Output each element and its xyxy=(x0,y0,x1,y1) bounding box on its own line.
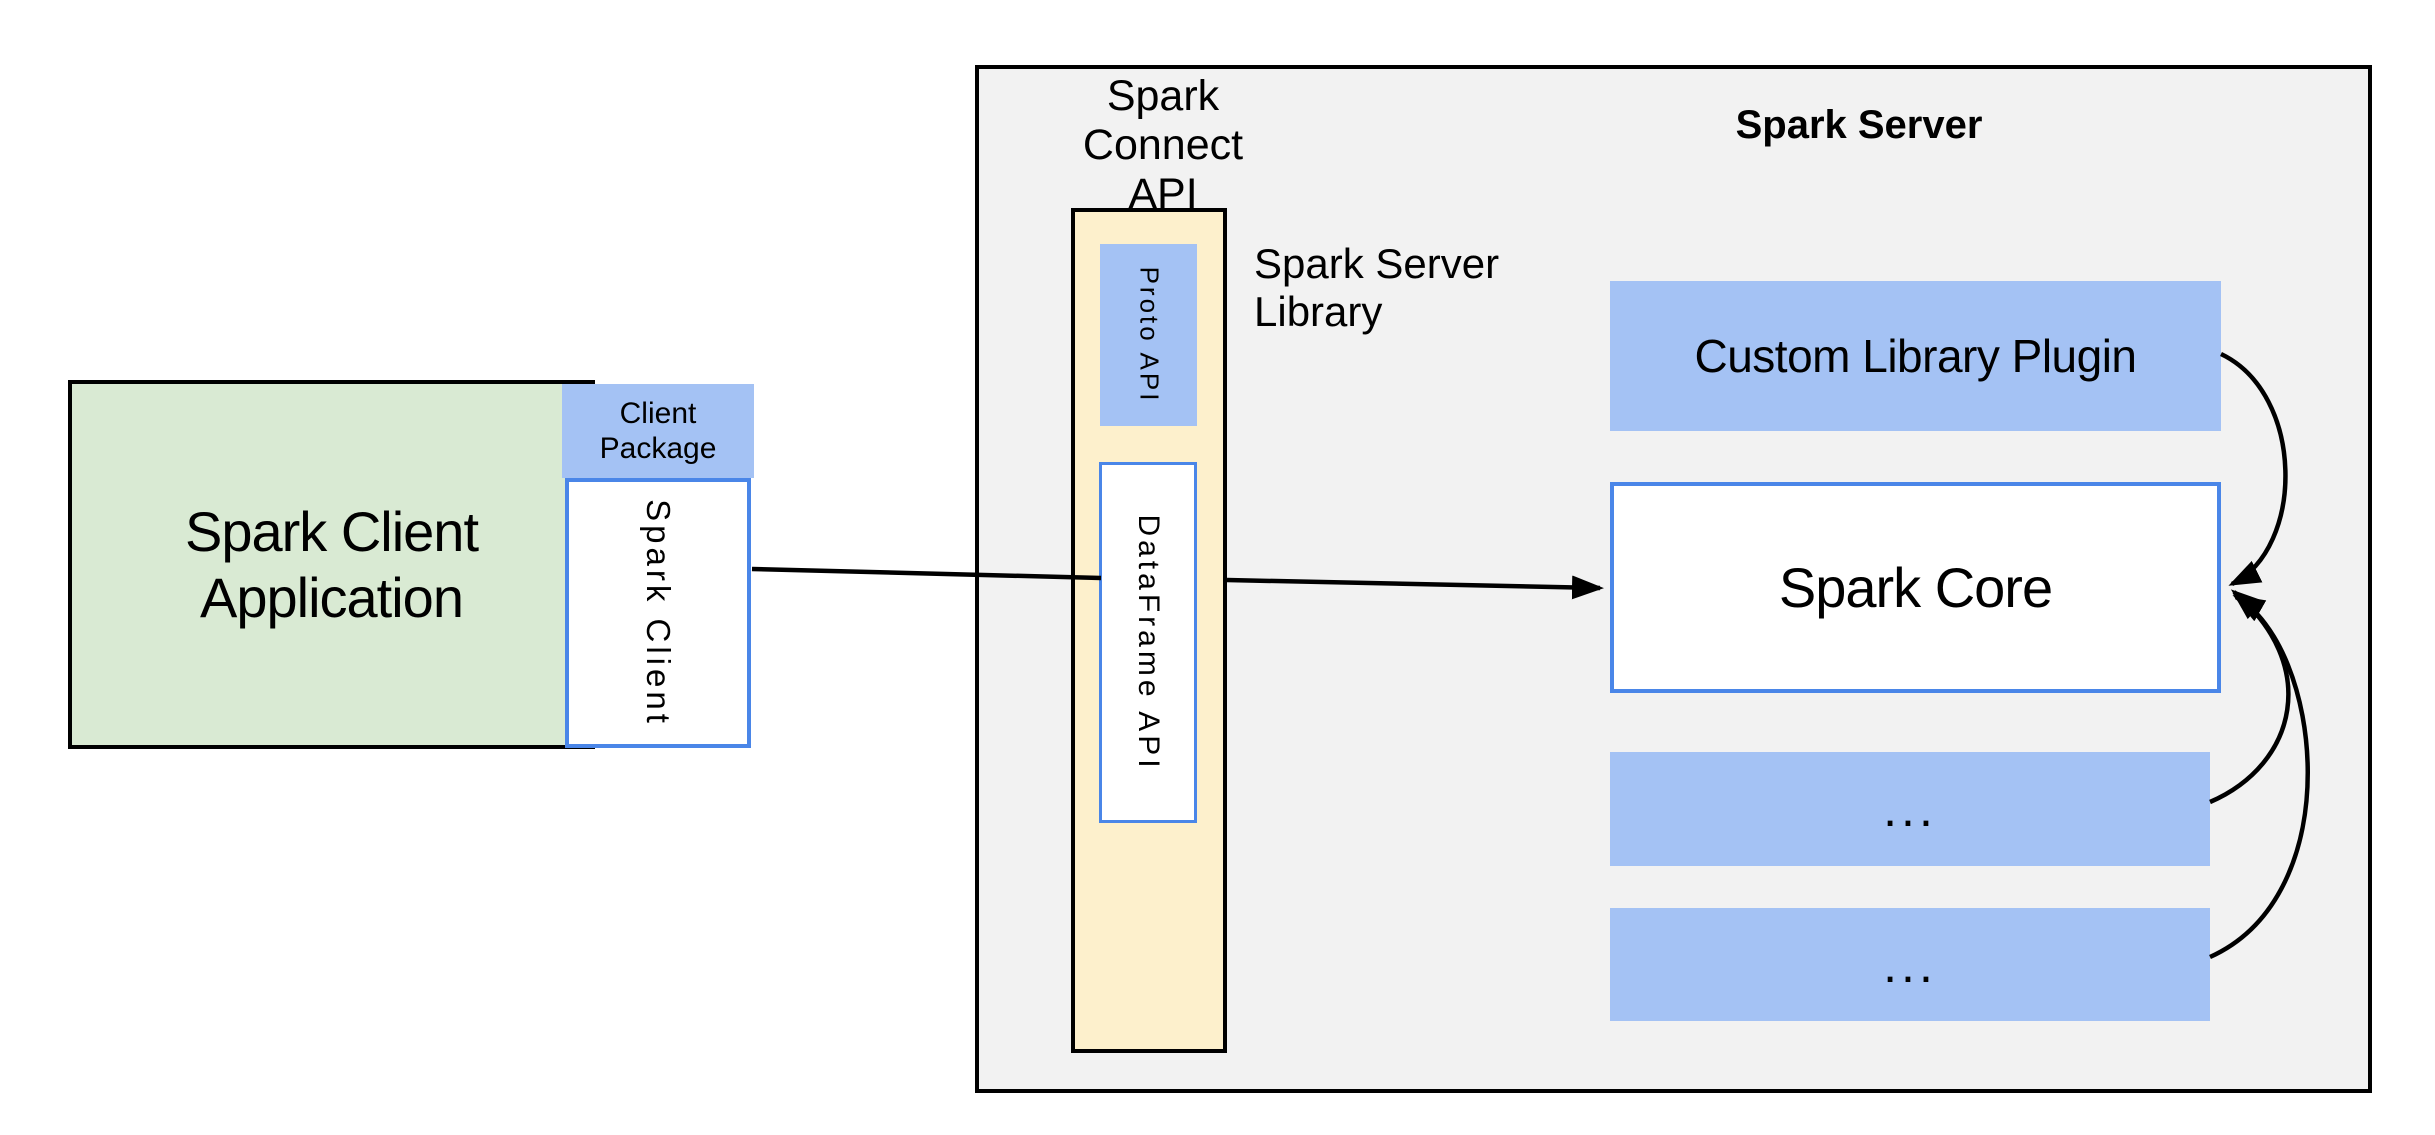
spark-client-application-label: Spark Client Application xyxy=(184,499,479,631)
spark-connect-api-title-line2: API xyxy=(1128,170,1198,218)
spark-client-box: Spark Client xyxy=(565,478,751,748)
plugin-slot-box-2: ... xyxy=(1610,908,2210,1021)
dataframe-api-box: DataFrame API xyxy=(1099,462,1197,823)
dataframe-api-label: DataFrame API xyxy=(1132,513,1165,772)
client-package-label-line1: Client xyxy=(619,397,697,430)
spark-server-library-label-line1: Spark Server xyxy=(1254,240,1500,287)
spark-client-label: Spark Client xyxy=(640,499,677,727)
spark-client-application-label-line1: Spark Client xyxy=(184,499,479,563)
plugin-slot-2-label: ... xyxy=(1883,936,1937,993)
spark-server-library-label: Spark Server Library xyxy=(1254,240,1574,336)
plugin-slot-box-1: ... xyxy=(1610,752,2210,866)
spark-connect-api-title: Spark Connect API xyxy=(1023,72,1303,219)
spark-core-label: Spark Core xyxy=(1778,556,2053,619)
plugin-slot-1-label: ... xyxy=(1883,781,1937,837)
proto-api-label: Proto API xyxy=(1134,266,1164,404)
spark-connect-api-title-line1: Spark Connect xyxy=(1082,72,1244,169)
custom-library-plugin-box: Custom Library Plugin xyxy=(1610,281,2221,431)
custom-library-plugin-label: Custom Library Plugin xyxy=(1694,330,2137,382)
client-package-label: Client Package xyxy=(600,396,717,466)
spark-core-box: Spark Core xyxy=(1610,482,2221,693)
spark-server-title: Spark Server xyxy=(1735,103,1983,147)
client-package-label-line2: Package xyxy=(599,432,717,465)
spark-server-library-label-line2: Library xyxy=(1254,288,1383,335)
spark-client-application-box: Spark Client Application xyxy=(68,380,595,749)
spark-client-application-label-line2: Application xyxy=(200,565,464,629)
proto-api-box: Proto API xyxy=(1100,244,1197,426)
client-package-box: Client Package xyxy=(562,384,754,478)
